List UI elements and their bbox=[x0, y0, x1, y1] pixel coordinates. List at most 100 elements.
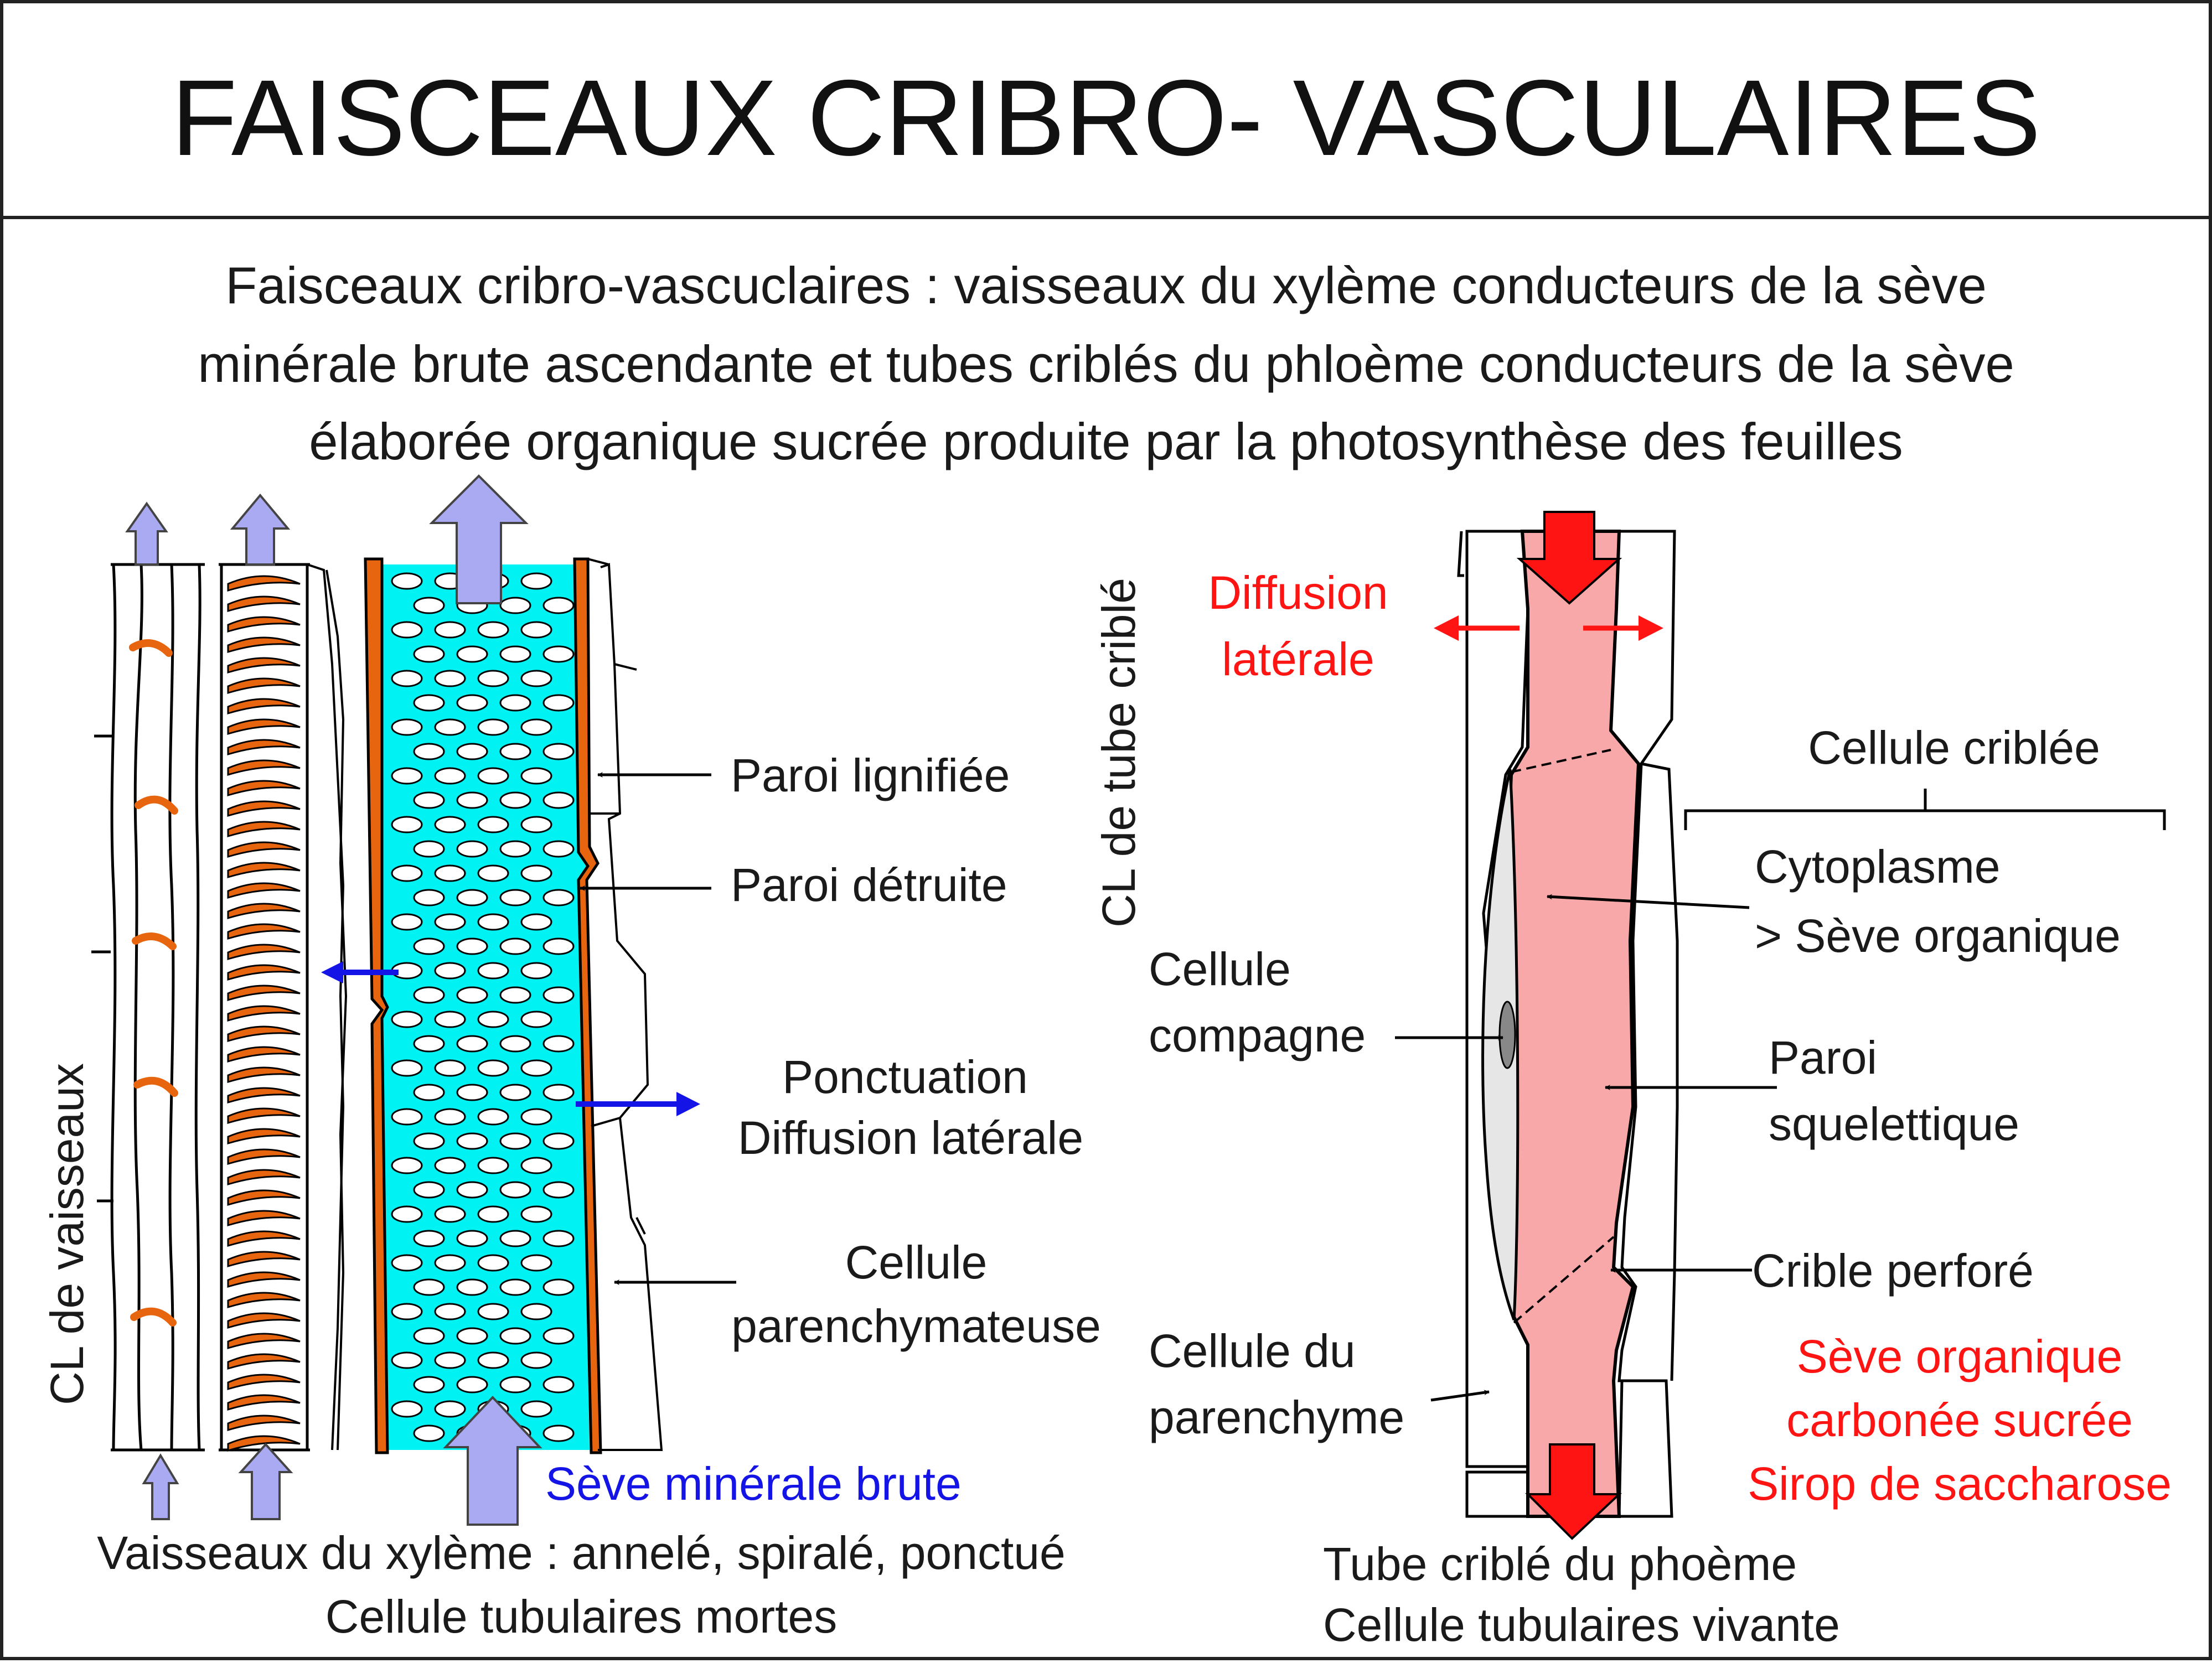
pit bbox=[456, 840, 488, 858]
spiral-ring bbox=[227, 1292, 301, 1309]
pit bbox=[413, 1035, 445, 1053]
pit bbox=[413, 1084, 445, 1101]
pit bbox=[499, 840, 531, 858]
pit bbox=[499, 1376, 531, 1393]
label-seve-organique-pointer: > Sève organique bbox=[1755, 910, 2121, 962]
pit bbox=[413, 986, 445, 1004]
label-cytoplasme: Cytoplasme bbox=[1755, 841, 2001, 893]
pit bbox=[434, 816, 466, 833]
pit bbox=[542, 1327, 575, 1345]
pit bbox=[520, 816, 552, 833]
pit bbox=[499, 1035, 531, 1053]
spiral-ring bbox=[227, 1025, 301, 1043]
pit bbox=[477, 1303, 509, 1320]
pit bbox=[391, 572, 423, 590]
up-arrow-small-bottom bbox=[142, 1453, 179, 1520]
pit bbox=[456, 1132, 488, 1150]
pit bbox=[456, 1181, 488, 1199]
spiral-ring bbox=[227, 1333, 301, 1350]
pit bbox=[413, 840, 445, 858]
pit bbox=[520, 1254, 552, 1272]
label-paroi-lignifiee: Paroi lignifiée bbox=[731, 749, 1010, 801]
spiral-ring bbox=[227, 595, 301, 613]
spiral-ring bbox=[227, 759, 301, 776]
page-title: FAISCEAUX CRIBRO- VASCULAIRES bbox=[171, 58, 2040, 178]
spiral-ring bbox=[227, 882, 301, 899]
pit bbox=[456, 791, 488, 809]
label-crible-perfore: Crible perforé bbox=[1752, 1245, 2034, 1297]
pit bbox=[391, 1011, 423, 1028]
spiral-ring bbox=[227, 1169, 301, 1186]
pit bbox=[542, 986, 575, 1004]
pit bbox=[456, 1327, 488, 1345]
up-arrow-medium-bottom bbox=[238, 1443, 293, 1520]
lateral-diffusion-arrows bbox=[321, 961, 700, 1116]
phloem-caption-2: Cellule tubulaires vivante bbox=[1323, 1599, 1840, 1651]
pit bbox=[413, 694, 445, 712]
pit bbox=[413, 937, 445, 955]
label-seve-organique: Sève organique bbox=[1797, 1330, 2122, 1382]
companion-cell-nucleus bbox=[1498, 1001, 1516, 1069]
pit bbox=[456, 1376, 488, 1393]
spiral-ring bbox=[227, 985, 301, 1002]
pit bbox=[434, 1254, 466, 1272]
pit bbox=[499, 791, 531, 809]
pit bbox=[434, 962, 466, 980]
intro-line-3: élaborée organique sucrée produite par l… bbox=[309, 412, 1903, 470]
spiral-ring bbox=[227, 1210, 301, 1227]
pit bbox=[520, 1351, 552, 1369]
label-diffusion-red: Diffusion bbox=[1208, 567, 1388, 619]
annular-vessel bbox=[91, 563, 205, 1452]
pit bbox=[542, 937, 575, 955]
pit bbox=[542, 889, 575, 906]
pit bbox=[520, 1400, 552, 1418]
pit bbox=[434, 1303, 466, 1320]
label-ponctuation: Ponctuation bbox=[782, 1051, 1028, 1103]
pit bbox=[499, 986, 531, 1004]
pit bbox=[413, 1376, 445, 1393]
pit bbox=[391, 767, 423, 785]
label-squelettique: squelettique bbox=[1769, 1098, 2019, 1150]
label-sirop-saccharose: Sirop de saccharose bbox=[1748, 1458, 2172, 1510]
spiral-ring bbox=[227, 841, 301, 858]
pit bbox=[542, 1132, 575, 1150]
spiral-ring bbox=[227, 780, 301, 797]
spiral-ring bbox=[227, 1005, 301, 1022]
pit bbox=[456, 889, 488, 906]
pit bbox=[391, 621, 423, 639]
pit bbox=[477, 1059, 509, 1077]
lateral-diffusion-red bbox=[1434, 615, 1663, 641]
pit bbox=[456, 694, 488, 712]
pit bbox=[391, 1351, 423, 1369]
pit bbox=[542, 743, 575, 760]
xylem-diagram: Paroi lignifiée Paroi détruite Ponctuati… bbox=[41, 474, 1101, 1643]
spiral-ring bbox=[227, 616, 301, 633]
pit bbox=[413, 597, 445, 614]
pit bbox=[499, 597, 531, 614]
spiral-ring bbox=[227, 1087, 301, 1104]
pit bbox=[477, 1205, 509, 1223]
pit bbox=[456, 645, 488, 663]
pit bbox=[499, 1327, 531, 1345]
up-arrow-small-top bbox=[125, 501, 168, 566]
pit bbox=[434, 1157, 466, 1174]
intro-line-1: Faisceaux cribro-vascuclaires : vaisseau… bbox=[225, 256, 1987, 314]
left-lignified-wall bbox=[364, 557, 389, 1454]
cellule-criblee-bracket bbox=[1684, 789, 2166, 830]
spiral-ring bbox=[227, 657, 301, 674]
spiral-ring bbox=[227, 1189, 301, 1206]
spiral-ring bbox=[227, 1148, 301, 1165]
pit bbox=[477, 864, 509, 882]
pit bbox=[542, 1424, 575, 1442]
pit bbox=[413, 1181, 445, 1199]
pit bbox=[477, 670, 509, 687]
spiral-ring bbox=[227, 1415, 301, 1432]
pit bbox=[499, 743, 531, 760]
spiral-ring bbox=[227, 944, 301, 961]
pit bbox=[477, 962, 509, 980]
pit bbox=[542, 1084, 575, 1101]
pit bbox=[542, 791, 575, 809]
vessel-lumen bbox=[382, 564, 590, 1450]
spiral-ring bbox=[227, 1128, 301, 1145]
